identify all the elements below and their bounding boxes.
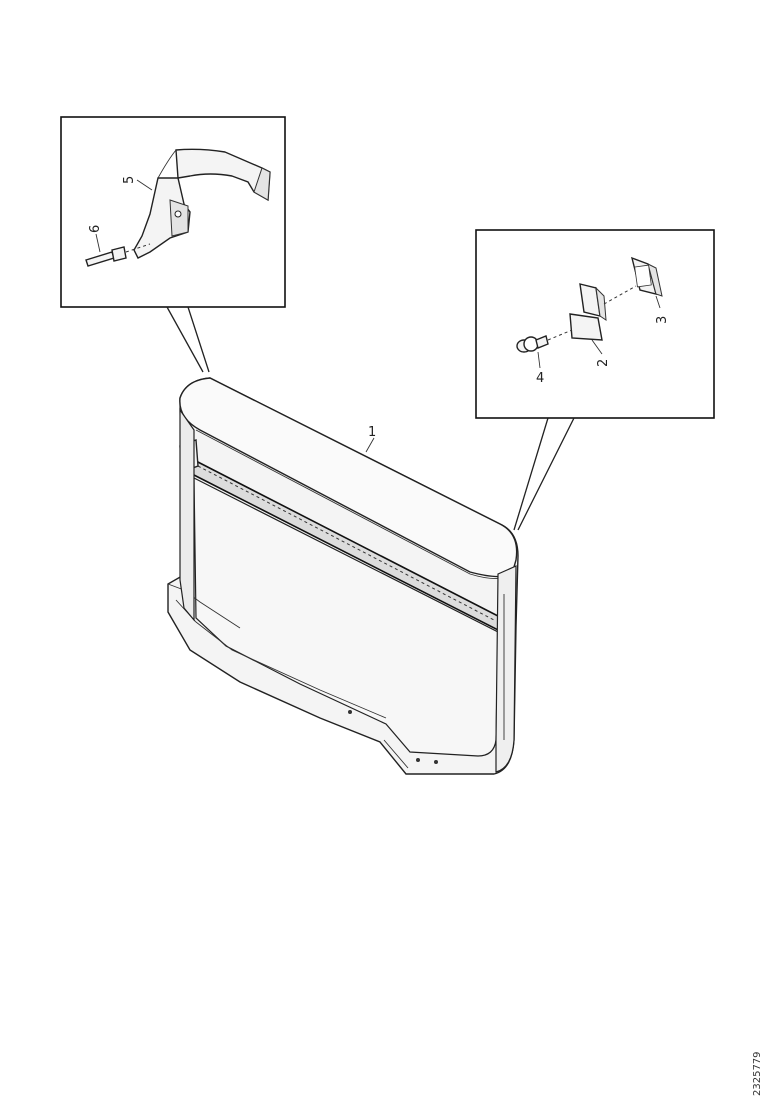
callout-fastener: 4 [536,371,544,386]
leader-clip-bracket [655,295,661,309]
leader-bracket [136,179,153,191]
detail-box-left: 5 6 [60,116,286,308]
leader-main-panel [365,437,375,453]
detail-connector-left [166,306,210,373]
document-number: 2325779 [752,1051,763,1096]
bracket-part [133,148,271,259]
callout-clip-bracket: 3 [655,316,670,324]
clip-bracket-part [630,256,663,297]
callout-clip: 2 [596,359,611,367]
callout-main-panel: 1 [368,425,376,440]
leader-screw [95,233,101,253]
detail-connector-right [513,417,575,531]
detail-box-right: 4 2 3 [475,229,715,419]
fastener-part [516,335,549,353]
main-panel-part [167,377,519,775]
leader-fastener [537,351,541,369]
leader-clip [591,339,603,355]
callout-bracket: 5 [122,176,137,184]
screw-part [85,243,151,267]
callout-screw: 6 [88,225,103,233]
